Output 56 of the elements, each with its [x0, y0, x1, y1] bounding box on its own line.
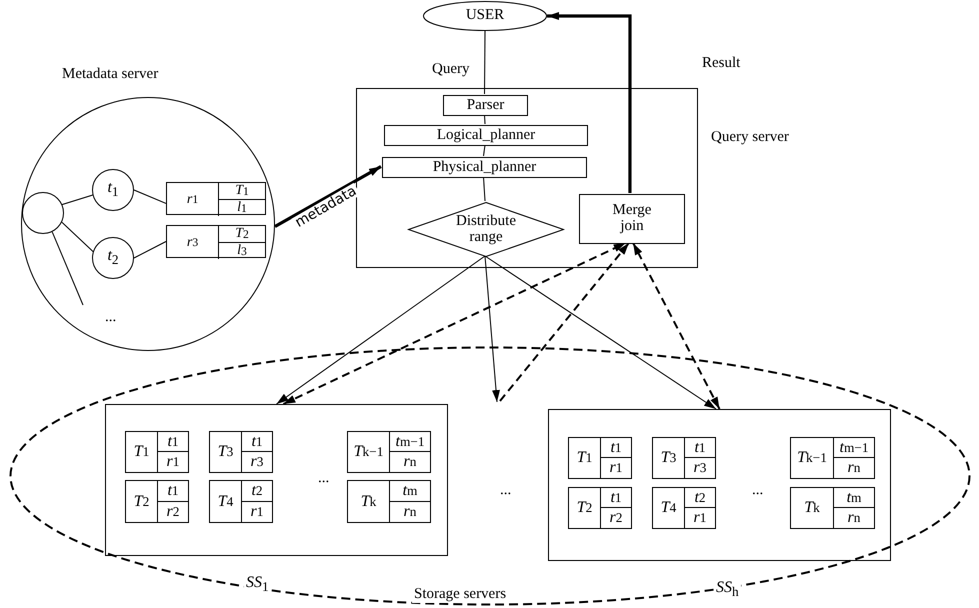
process-box: [382, 157, 587, 178]
table-entry-box: [568, 487, 632, 529]
table-entry-box: [790, 437, 875, 479]
process-box: [579, 194, 685, 244]
connector-line: [484, 30, 486, 94]
record-box: [166, 225, 266, 258]
node-label: t$_{1}$: [107, 180, 119, 200]
process-box: [384, 125, 588, 146]
connector-line: [134, 190, 166, 204]
connector-line: [483, 144, 486, 156]
arrow: [484, 256, 500, 402]
ellipsis-label: ...: [318, 470, 330, 487]
table-entry-box: [125, 480, 189, 523]
connector-line: [483, 176, 486, 202]
table-entry-box: [568, 437, 632, 479]
server-heading: Storage servers: [412, 586, 508, 602]
edge-label: Query: [430, 62, 472, 77]
process-box: [443, 95, 528, 116]
cluster-ellipse: [10, 347, 970, 605]
ellipsis-label: ...: [105, 309, 116, 326]
dashed-arrow: [282, 242, 626, 405]
tree-node-circle: [22, 192, 64, 234]
ellipsis-label: ...: [752, 482, 764, 499]
decision-diamond: [408, 202, 564, 257]
node-label: Parser: [466, 98, 504, 114]
node-label: Distribute range: [455, 214, 517, 246]
user-ellipse: [423, 1, 547, 31]
arrow: [484, 256, 717, 410]
server-heading: Query server: [709, 129, 791, 146]
table-entry-box: [652, 487, 716, 529]
arrow: [276, 256, 486, 404]
node-label: Physical_planner: [432, 160, 536, 176]
connector-line: [484, 114, 486, 124]
dashed-arrow: [632, 242, 720, 410]
ellipsis-label: ...: [500, 482, 512, 499]
node-label: Merge join: [612, 203, 652, 235]
connector-line: [61, 222, 94, 252]
tree-node-circle: [92, 237, 134, 279]
tree-node-circle: [92, 169, 134, 211]
connector-line: [134, 241, 166, 258]
node-label: USER: [466, 8, 504, 24]
table-entry-box: [347, 480, 431, 523]
record-box: [166, 182, 266, 215]
table-entry-box: [209, 480, 273, 523]
connector-line: [61, 194, 94, 206]
table-entry-box: [209, 431, 273, 473]
node-label: Logical_planner: [436, 128, 536, 144]
table-entry-box: [790, 487, 875, 529]
table-entry-box: [347, 431, 431, 473]
arrow: [547, 12, 632, 193]
node-label: t$_{2}$: [107, 248, 119, 268]
table-entry-box: [125, 431, 189, 473]
table-entry-box: [652, 437, 716, 479]
connector-line: [52, 231, 84, 306]
arrow: [274, 165, 382, 228]
dashed-arrow: [499, 242, 630, 402]
